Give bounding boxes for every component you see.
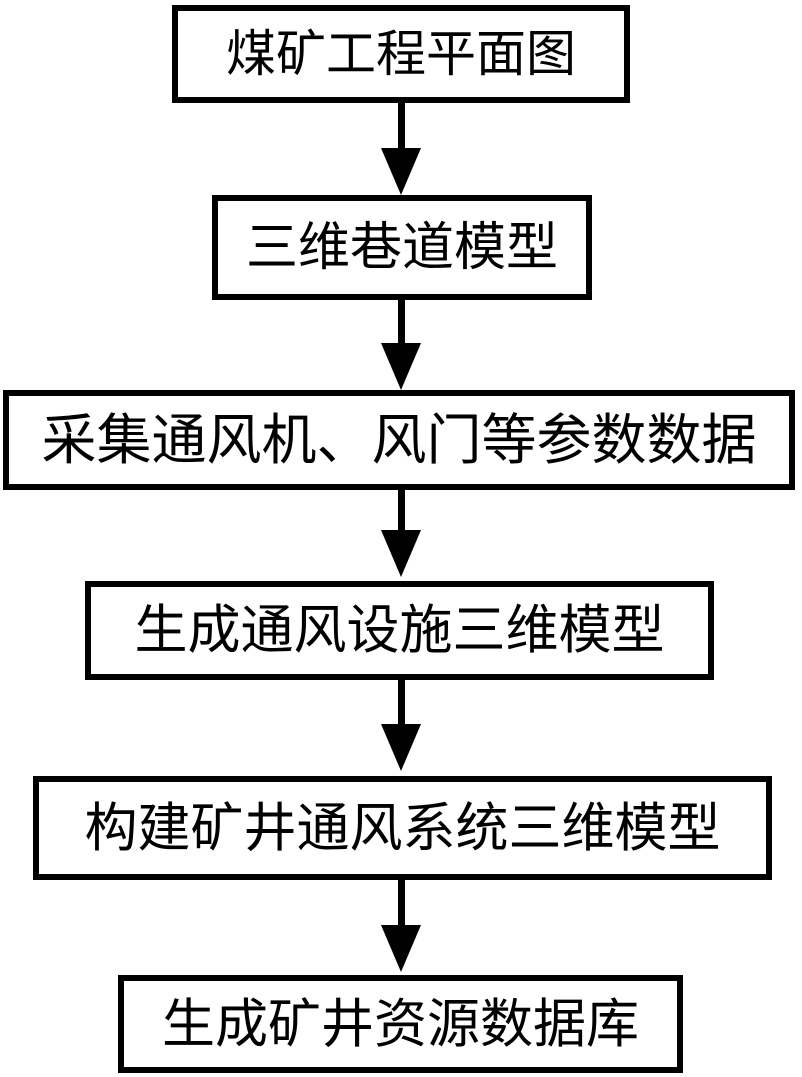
arrow-shaft: [398, 300, 405, 348]
flowchart-node-4[interactable]: 生成通风设施三维模型: [85, 581, 714, 680]
arrow-shaft: [398, 680, 405, 729]
flowchart-node-6[interactable]: 生成矿井资源数据库: [118, 975, 683, 1073]
flowchart-node-2[interactable]: 三维巷道模型: [212, 195, 592, 300]
flowchart-node-5-label: 构建矿井通风系统三维模型: [84, 797, 721, 859]
arrow-shaft: [398, 103, 405, 153]
flowchart-node-3-label: 采集通风机、风门等参数数据: [41, 407, 757, 472]
arrow-head-icon: [381, 343, 421, 390]
arrow-head-icon: [381, 724, 421, 771]
arrow-shaft: [398, 490, 405, 534]
flowchart-node-4-label: 生成通风设施三维模型: [134, 600, 665, 661]
flowchart-node-6-label: 生成矿井资源数据库: [162, 993, 639, 1055]
arrow-head-icon: [381, 148, 421, 195]
flowchart-node-2-label: 三维巷道模型: [245, 217, 558, 278]
flowchart-node-1[interactable]: 煤矿工程平面图: [172, 5, 630, 103]
flowchart-node-1-label: 煤矿工程平面图: [226, 25, 576, 83]
flowchart-node-3[interactable]: 采集通风机、风门等参数数据: [3, 390, 795, 490]
arrow-head-icon: [381, 530, 421, 577]
arrow-head-icon: [381, 925, 421, 972]
arrow-shaft: [398, 880, 405, 930]
flowchart-node-5[interactable]: 构建矿井通风系统三维模型: [33, 776, 772, 880]
